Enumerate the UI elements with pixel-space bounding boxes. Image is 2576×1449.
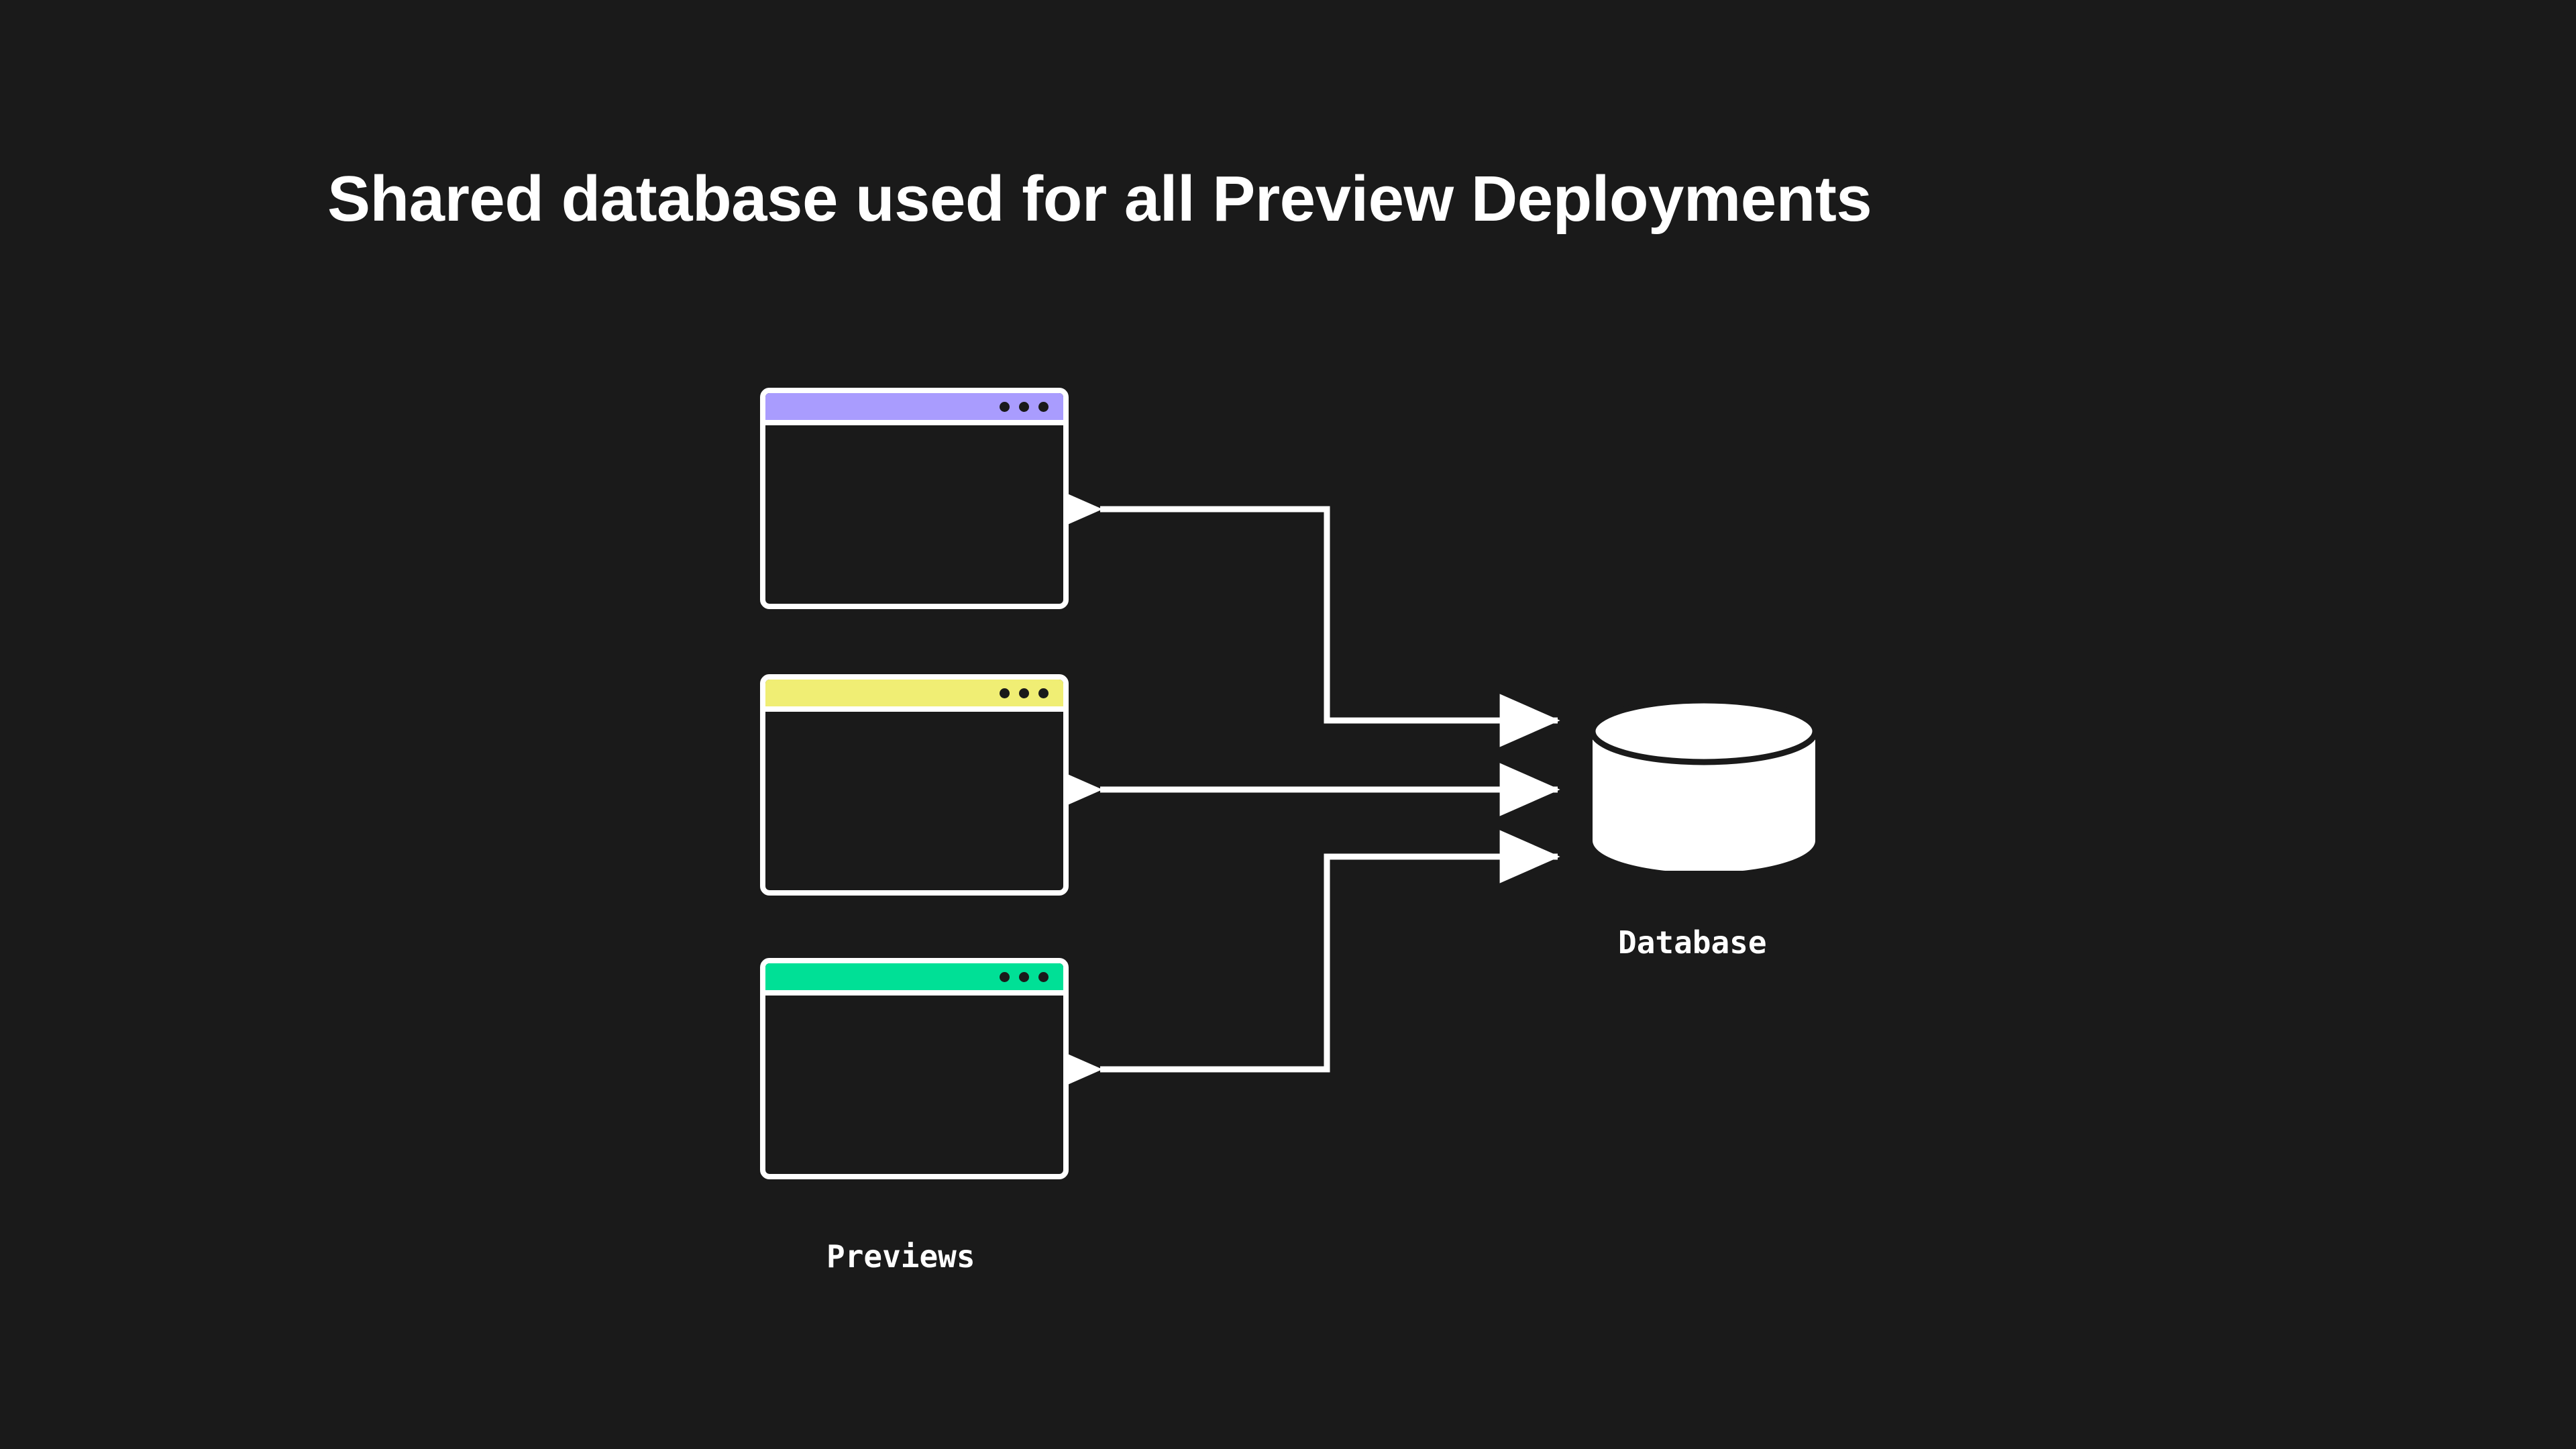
window-dot-icon[interactable] xyxy=(1019,401,1029,412)
window-dot-icon[interactable] xyxy=(1000,971,1010,982)
database-label: Database xyxy=(1618,924,1767,961)
window-dot-icon[interactable] xyxy=(1019,688,1029,698)
window-controls-green xyxy=(1000,971,1049,982)
window-content-purple xyxy=(765,425,1063,598)
preview-window-green[interactable] xyxy=(760,958,1069,1179)
window-dot-icon[interactable] xyxy=(1038,688,1049,698)
window-dot-icon[interactable] xyxy=(1000,688,1010,698)
window-controls-purple xyxy=(1000,401,1049,412)
window-titlebar-green xyxy=(765,963,1063,996)
window-content-yellow xyxy=(765,712,1063,885)
preview-window-purple[interactable] xyxy=(760,388,1069,609)
window-titlebar-purple xyxy=(765,393,1063,425)
window-dot-icon[interactable] xyxy=(1038,401,1049,412)
window-dot-icon[interactable] xyxy=(1000,401,1010,412)
previews-group-label: Previews xyxy=(826,1238,975,1275)
window-titlebar-yellow xyxy=(765,680,1063,712)
window-content-green xyxy=(765,996,1063,1169)
window-dot-icon[interactable] xyxy=(1038,971,1049,982)
window-controls-yellow xyxy=(1000,688,1049,698)
database-cylinder-icon[interactable] xyxy=(1590,703,1818,871)
window-dot-icon[interactable] xyxy=(1019,971,1029,982)
connector-green-to-database xyxy=(1042,830,1560,1096)
preview-window-yellow[interactable] xyxy=(760,674,1069,896)
cylinder-body xyxy=(1593,730,1815,871)
connector-purple-to-database xyxy=(1042,482,1560,747)
page-title: Shared database used for all Preview Dep… xyxy=(327,163,1872,235)
cylinder-top xyxy=(1590,703,1818,765)
